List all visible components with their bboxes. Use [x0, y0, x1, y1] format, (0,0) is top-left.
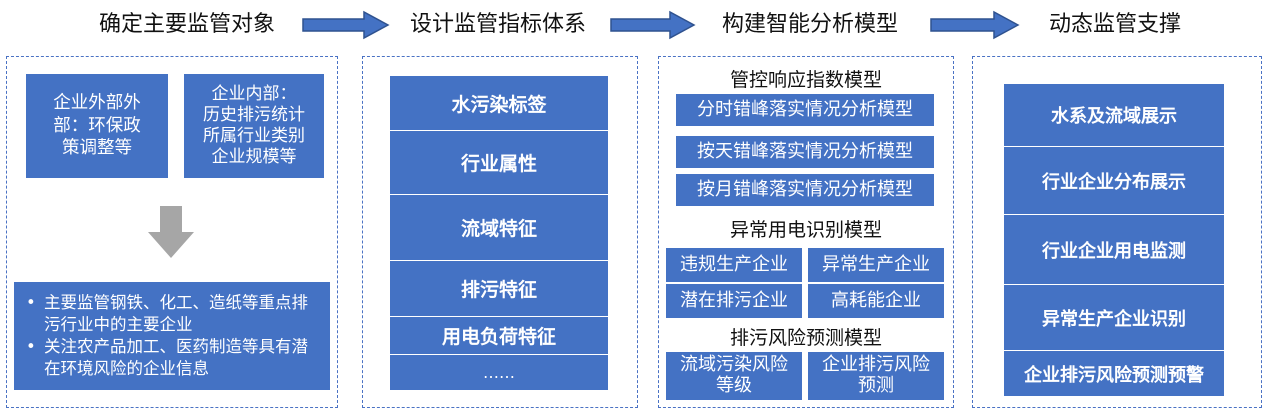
support-abnormal-identification: 异常生产企业识别 — [1004, 284, 1224, 350]
panel-analysis-models — [658, 56, 954, 408]
model-basin-risk-line-2: 等级 — [716, 375, 752, 396]
support-risk-warning: 企业排污风险预测预警 — [1004, 350, 1224, 396]
external-line-2: 部：环保政 — [53, 115, 141, 136]
panel-supervision-targets — [6, 56, 338, 408]
panel-dynamic-support — [972, 56, 1262, 408]
down-arrow-icon — [148, 206, 194, 258]
support-power-monitoring: 行业企业用电监测 — [1004, 214, 1224, 284]
model-basin-risk-level: 流域污染风险 等级 — [666, 352, 802, 400]
group-control-response-title: 管控响应指数模型 — [729, 68, 882, 91]
model-enterprise-risk-line-1: 企业排污风险 — [822, 354, 930, 376]
external-line-1: 企业外部外 — [53, 92, 141, 113]
flow-arrow-icon-1 — [302, 10, 390, 40]
flow-arrow-icon-2 — [610, 10, 696, 40]
group-abnormal-power-title: 异常用电识别模型 — [729, 218, 882, 241]
flow-arrow-icon-3 — [930, 10, 1020, 40]
step-1-title: 确定主要监管对象 — [98, 12, 275, 37]
indicator-water-pollution-tag: 水污染标签 — [390, 76, 608, 130]
internal-factors-box: 企业内部： 历史排污统计 所属行业类别 企业规模等 — [184, 74, 324, 178]
model-daily-peak: 按天错峰落实情况分析模型 — [676, 136, 934, 168]
model-monthly-peak: 按月错峰落实情况分析模型 — [676, 174, 934, 206]
step-4-title: 动态监管支撑 — [1048, 12, 1181, 37]
indicator-discharge-feature: 排污特征 — [390, 260, 608, 316]
step-3-title: 构建智能分析模型 — [721, 12, 898, 37]
panel-indicator-system — [362, 56, 638, 408]
internal-line-4: 企业规模等 — [211, 147, 297, 168]
model-illegal-production: 违规生产企业 — [666, 248, 802, 282]
model-hourly-peak: 分时错峰落实情况分析模型 — [676, 94, 934, 126]
step-2-title: 设计监管指标体系 — [409, 12, 586, 37]
internal-line-3: 所属行业类别 — [203, 126, 305, 146]
bullet-key-industries: 主要监管钢铁、化工、造纸等重点排污行业中的主要企业 — [26, 292, 324, 336]
model-potential-discharge: 潜在排污企业 — [666, 284, 802, 318]
indicator-more: …… — [390, 354, 608, 390]
indicator-industry-attribute: 行业属性 — [390, 130, 608, 194]
internal-line-1: 企业内部： — [211, 83, 297, 104]
group-risk-prediction-title: 排污风险预测模型 — [729, 326, 882, 349]
key-enterprises-box: 主要监管钢铁、化工、造纸等重点排污行业中的主要企业 关注农产品加工、医药制造等具… — [14, 282, 330, 390]
external-line-3: 策调整等 — [62, 138, 132, 159]
internal-line-2: 历史排污统计 — [203, 104, 305, 125]
bullet-potential-risk: 关注农产品加工、医药制造等具有潜在环境风险的企业信息 — [26, 336, 324, 380]
indicator-basin-feature: 流域特征 — [390, 194, 608, 260]
model-high-energy: 高耗能企业 — [808, 284, 944, 318]
model-abnormal-production: 异常生产企业 — [808, 248, 944, 282]
support-basin-display: 水系及流域展示 — [1004, 84, 1224, 146]
external-factors-box: 企业外部外 部：环保政 策调整等 — [26, 74, 168, 178]
model-enterprise-risk-prediction: 企业排污风险 预测 — [808, 352, 944, 400]
model-basin-risk-line-1: 流域污染风险 — [680, 354, 788, 376]
model-enterprise-risk-line-2: 预测 — [858, 375, 894, 396]
indicator-power-load-feature: 用电负荷特征 — [390, 316, 608, 354]
support-enterprise-distribution: 行业企业分布展示 — [1004, 146, 1224, 214]
